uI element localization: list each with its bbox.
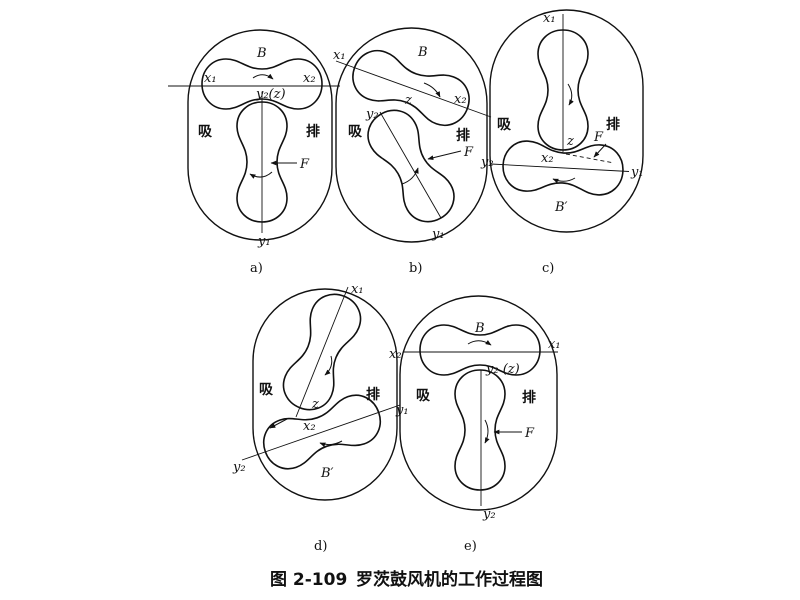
- panel-c-x1-label: x₁: [543, 11, 556, 26]
- panel-d-top-rotation-arrow-icon: [324, 355, 333, 376]
- panel-e-x2-label: x₂: [389, 347, 402, 362]
- panel-b-suction-label: 吸: [348, 124, 363, 140]
- panel-c: x₁ 吸 排 z F y₂ x₂ y₁ B′ c): [480, 9, 644, 276]
- panel-d-x2-label: x₂: [303, 419, 316, 434]
- panel-c-z-label: z: [566, 134, 574, 149]
- panel-b-force-label: F: [463, 145, 474, 160]
- panel-e-bottom-rotation-arrow-icon: [484, 419, 490, 444]
- panel-a-y1-label: y₁: [257, 234, 271, 249]
- panel-a-housing: [187, 29, 333, 241]
- panel-b-housing: [335, 27, 488, 243]
- panel-d-y1-label: y₁: [395, 403, 409, 418]
- panel-e-x1-label: x₁: [548, 337, 561, 352]
- panel-a-x2-label: x₂: [303, 71, 316, 86]
- panel-d-rotor-b-prime-label: B′: [320, 466, 334, 481]
- panel-d-x1-label: x₁: [351, 282, 364, 297]
- panel-e: B x₂ x₁ y₂ (z) 吸 排 F y₂ e): [389, 295, 561, 554]
- figure-title: 罗茨鼓风机的工作过程图: [356, 569, 543, 590]
- panel-a-force-label: F: [299, 157, 310, 172]
- panel-a-bottom-rotation-arrow-icon: [249, 171, 273, 179]
- panel-b-caption: b): [409, 261, 422, 276]
- panel-e-bottom-rotor: [454, 369, 506, 491]
- panel-d-bottom-rotation-arrow-icon: [319, 440, 343, 448]
- panel-d-discharge-label: 排: [366, 386, 380, 403]
- panel-e-caption: e): [464, 539, 477, 554]
- panel-c-caption: c): [542, 261, 554, 276]
- panel-e-top-rotation-arrow-icon: [467, 340, 492, 346]
- panel-b-y-axis: [379, 111, 442, 219]
- panel-c-y-axis: [490, 163, 630, 172]
- panel-d-housing: [252, 288, 398, 501]
- panel-d-z-label: z: [311, 397, 319, 412]
- panel-b-force-arrow-icon: [427, 150, 462, 161]
- panel-a-discharge-label: 排: [306, 123, 320, 140]
- panel-e-y2-label: y₂: [482, 507, 496, 522]
- panel-e-y2z-label: y₂ (z): [485, 362, 520, 377]
- panel-b-x-axis: [335, 60, 492, 118]
- panel-a-top-rotation-arrow-icon: [252, 73, 274, 80]
- panel-c-bottom-rotation-arrow-icon: [552, 177, 576, 184]
- panel-b: B x₁ x₂ z y₂ 吸 排 F y₁ b): [333, 27, 492, 276]
- panel-e-rotor-b-label: B: [474, 321, 485, 336]
- panel-e-discharge-label: 排: [522, 389, 536, 406]
- panel-c-rotor-b-prime-label: B′: [554, 200, 568, 215]
- figure-caption: 图 2-109 罗茨鼓风机的工作过程图: [270, 569, 543, 590]
- panel-d-y2-label: y₂: [232, 460, 246, 475]
- panel-e-housing: [399, 295, 558, 511]
- panel-a-y2z-label: y₂(z): [255, 87, 286, 102]
- panel-c-y2-label: y₂: [480, 155, 494, 170]
- figure-number: 图 2-109: [270, 570, 347, 590]
- panel-c-x2-label: x₂: [541, 151, 554, 166]
- panel-b-x2-label: x₂: [454, 92, 467, 107]
- panel-b-bottom-rotation-arrow-icon: [401, 167, 419, 185]
- panel-c-discharge-label: 排: [606, 116, 620, 133]
- panel-c-y1-label: y₁: [630, 165, 644, 180]
- panel-c-force-direction-line: [565, 153, 615, 164]
- panel-b-top-rotation-arrow-icon: [423, 82, 441, 98]
- panel-d-suction-label: 吸: [259, 382, 274, 398]
- panel-b-y2-label: y₂: [365, 107, 379, 122]
- panel-e-suction-label: 吸: [416, 388, 431, 404]
- panel-b-discharge-label: 排: [456, 127, 470, 144]
- panel-a: B x₁ x₂ y₂(z) 吸 排 F y₁ a): [168, 29, 340, 276]
- panel-d-force-arrow-icon: [269, 418, 288, 429]
- panel-c-top-rotation-arrow-icon: [567, 83, 574, 106]
- panel-c-suction-label: 吸: [497, 117, 512, 133]
- panel-d: x₁ 吸 排 z x₂ y₁ y₂ B′ d): [232, 282, 409, 554]
- panel-c-force-arrow-icon: [593, 143, 607, 158]
- panel-a-caption: a): [250, 261, 263, 276]
- panel-b-y1-label: y₁: [431, 227, 445, 242]
- panel-c-force-label: F: [593, 130, 604, 145]
- panel-a-suction-label: 吸: [198, 124, 213, 140]
- panel-a-x1-label: x₁: [204, 71, 217, 86]
- panel-b-z-label: z: [404, 93, 412, 108]
- panel-a-rotor-b-label: B: [256, 46, 267, 61]
- panel-d-y-axis: [241, 404, 401, 461]
- panel-c-housing: [489, 9, 644, 233]
- panel-d-caption: d): [314, 539, 327, 554]
- panel-b-x1-label: x₁: [333, 48, 346, 63]
- panel-e-force-label: F: [524, 426, 535, 441]
- panel-b-rotor-b-label: B: [417, 45, 428, 60]
- panel-d-x-axis: [295, 286, 349, 418]
